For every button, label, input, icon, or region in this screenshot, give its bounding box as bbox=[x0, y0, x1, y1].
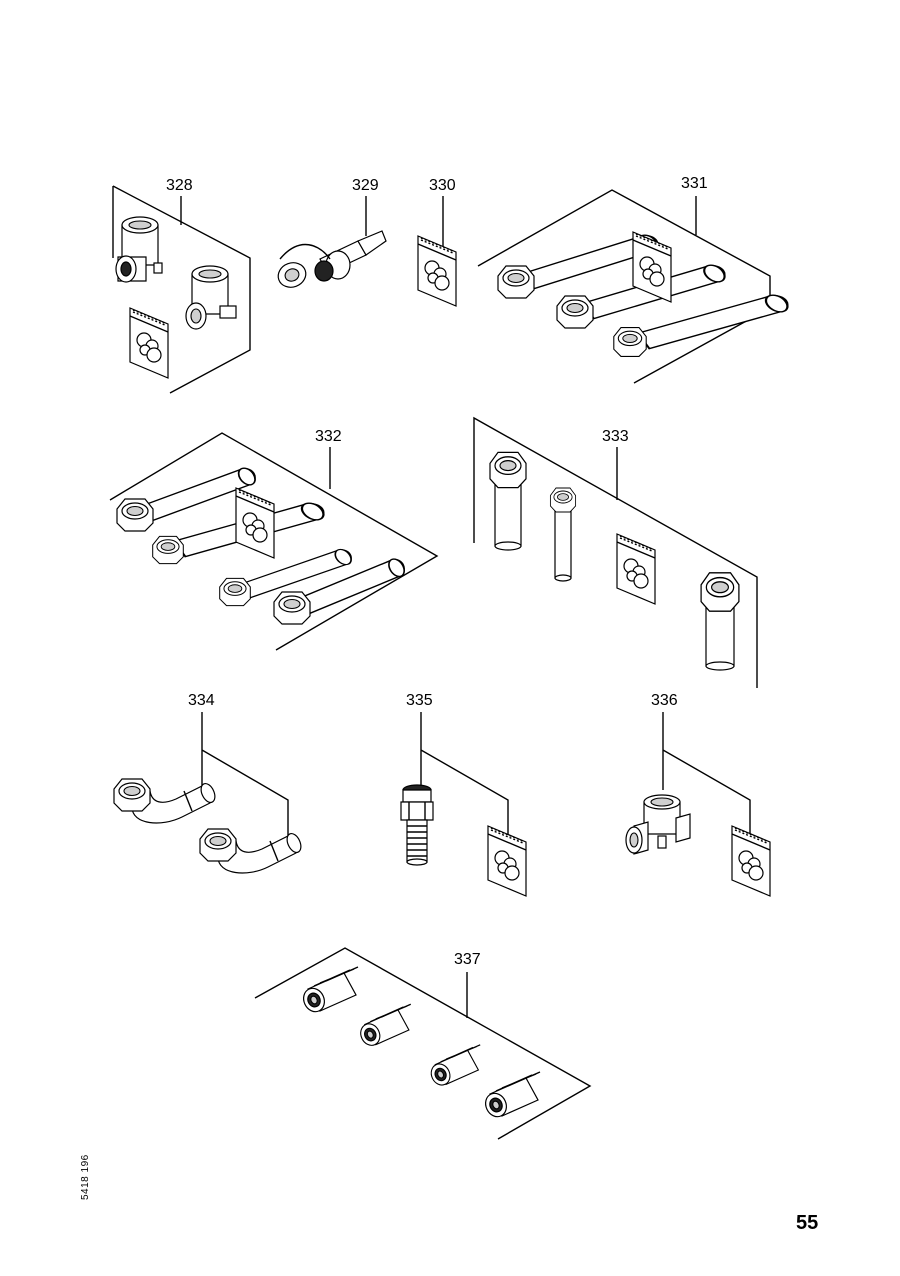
seal-bag-icon bbox=[417, 235, 457, 307]
angle-valve bbox=[115, 216, 163, 283]
threaded-nipple bbox=[400, 784, 434, 866]
part-336-group bbox=[625, 712, 771, 897]
frame-line bbox=[109, 432, 439, 651]
part-331-group bbox=[477, 189, 793, 384]
frame-line bbox=[254, 947, 592, 1140]
part-number-label: 331 bbox=[681, 175, 708, 192]
part-number-label: 336 bbox=[651, 692, 678, 709]
document-code: 5418 196 bbox=[80, 1154, 91, 1200]
compression-fitting-3 bbox=[427, 1044, 481, 1089]
seal-bag-icon bbox=[235, 487, 275, 559]
ball-valve bbox=[625, 794, 691, 855]
part-number-label: 330 bbox=[429, 177, 456, 194]
part-330-group bbox=[417, 196, 457, 307]
pipe-adapter-2 bbox=[549, 487, 577, 582]
compression-fitting-2 bbox=[356, 1003, 412, 1050]
frame-line bbox=[473, 416, 758, 688]
leader-line bbox=[662, 712, 751, 840]
leader-line bbox=[201, 712, 289, 840]
part-328-group bbox=[112, 185, 251, 394]
part-335-group bbox=[400, 712, 527, 897]
leader-line bbox=[420, 712, 509, 840]
part-number-label: 332 bbox=[315, 428, 342, 445]
compression-fitting-1 bbox=[299, 966, 359, 1016]
part-number-label: 337 bbox=[454, 951, 481, 968]
pipe-adapter-1 bbox=[489, 451, 527, 551]
part-number-label: 329 bbox=[352, 177, 379, 194]
seal-bag-icon bbox=[487, 825, 527, 897]
frame-line bbox=[477, 189, 771, 384]
part-number-label: 335 bbox=[406, 692, 433, 709]
seal-bag-icon bbox=[731, 825, 771, 897]
seal-bag-icon bbox=[616, 533, 656, 605]
part-number-label: 334 bbox=[188, 692, 215, 709]
part-333-group bbox=[473, 416, 758, 688]
part-number-label: 328 bbox=[166, 177, 193, 194]
seal-bag-icon bbox=[129, 307, 169, 379]
part-332-group bbox=[109, 432, 439, 651]
elbow-pipe-1 bbox=[113, 778, 216, 824]
elbow-pipe-2 bbox=[199, 828, 302, 874]
part-number-label: 333 bbox=[602, 428, 629, 445]
straight-valve bbox=[185, 265, 237, 330]
part-334-group bbox=[113, 712, 302, 874]
pipe-adapter-3 bbox=[700, 572, 740, 671]
part-329-group bbox=[277, 196, 387, 288]
compression-fitting-4 bbox=[481, 1071, 541, 1121]
part-337-group bbox=[254, 947, 592, 1140]
drain-valve bbox=[277, 230, 387, 288]
page-number: 55 bbox=[796, 1212, 819, 1234]
